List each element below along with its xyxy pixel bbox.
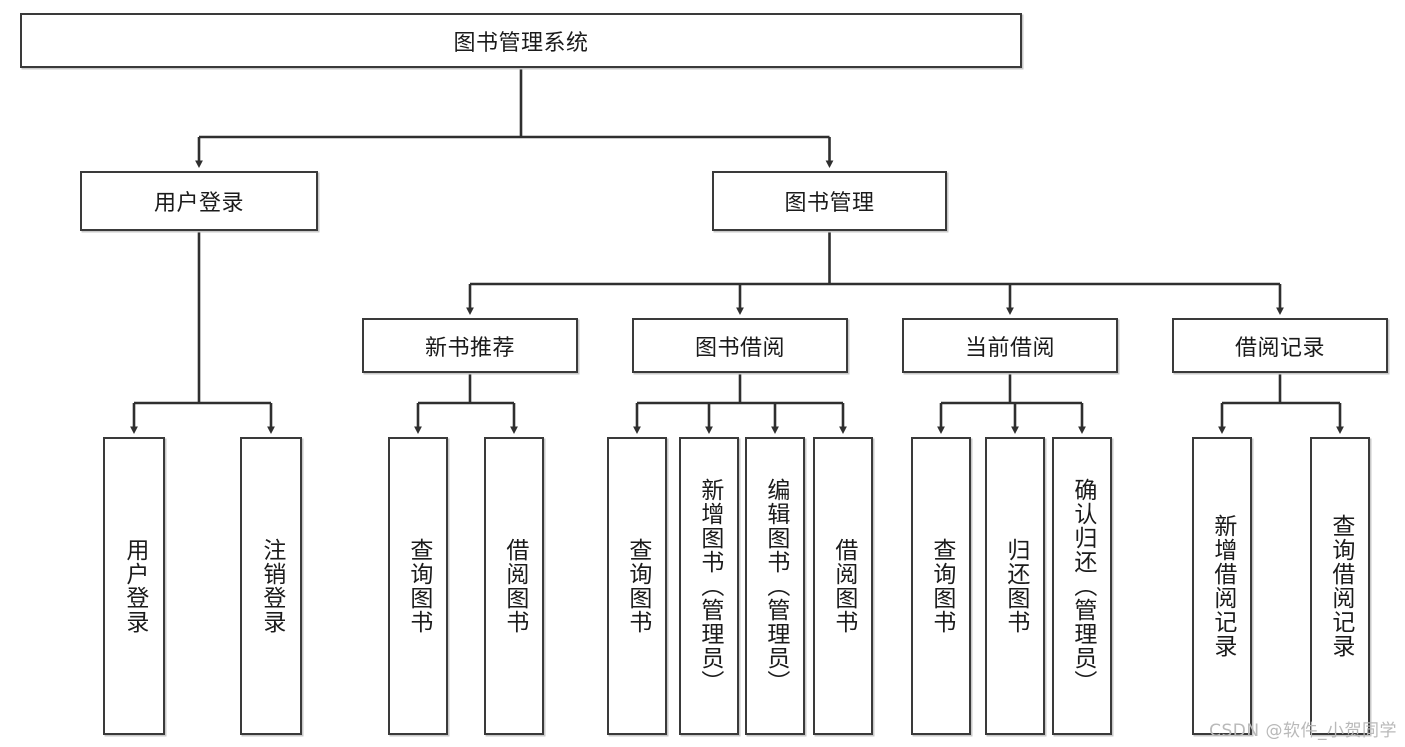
node-label-leaf-return-book: 归还图书 [1002, 538, 1029, 634]
node-label-borrow-record: 借阅记录 [1234, 335, 1325, 361]
node-box-leaf-query-book-borrow[interactable]: 查询图书 [607, 437, 667, 735]
node-label-user-login: 用户登录 [153, 191, 244, 216]
node-box-user-login[interactable]: 用户登录 [80, 171, 318, 231]
node-label-leaf-user-login: 用户登录 [121, 538, 148, 634]
node-label-leaf-add-book-admin: 新增图书（管理员） [696, 478, 723, 694]
node-box-leaf-query-book-current[interactable]: 查询图书 [911, 437, 971, 735]
node-box-leaf-borrow-book-rec[interactable]: 借阅图书 [484, 437, 544, 735]
node-label-leaf-query-book-rec: 查询图书 [405, 538, 432, 634]
node-box-leaf-query-borrow-record[interactable]: 查询借阅记录 [1310, 437, 1370, 735]
node-box-borrow-record[interactable]: 借阅记录 [1172, 318, 1388, 373]
node-label-leaf-logout-login: 注销登录 [258, 538, 285, 634]
node-box-leaf-query-book-rec[interactable]: 查询图书 [388, 437, 448, 735]
node-box-leaf-add-book-admin[interactable]: 新增图书（管理员） [679, 437, 739, 735]
node-label-new-book-recommend: 新书推荐 [424, 335, 515, 361]
node-label-current-borrow: 当前借阅 [964, 335, 1055, 361]
node-box-leaf-return-book[interactable]: 归还图书 [985, 437, 1045, 735]
node-label-leaf-borrow-book-rec: 借阅图书 [501, 538, 528, 634]
node-box-book-borrow[interactable]: 图书借阅 [632, 318, 848, 373]
node-label-book-borrow: 图书借阅 [694, 335, 785, 361]
node-box-leaf-confirm-return-admin[interactable]: 确认归还（管理员） [1052, 437, 1112, 735]
node-label-leaf-edit-book-admin: 编辑图书（管理员） [762, 478, 789, 694]
node-box-current-borrow[interactable]: 当前借阅 [902, 318, 1118, 373]
node-box-new-book-recommend[interactable]: 新书推荐 [362, 318, 578, 373]
node-label-leaf-confirm-return-admin: 确认归还（管理员） [1069, 478, 1096, 694]
node-label-leaf-query-book-current: 查询图书 [928, 538, 955, 634]
watermark-text: CSDN @软件_小贺同学 [1209, 721, 1397, 741]
node-label-leaf-query-book-borrow: 查询图书 [624, 538, 651, 634]
node-label-leaf-query-borrow-record: 查询借阅记录 [1327, 514, 1354, 658]
node-label-root-system: 图书管理系统 [453, 30, 589, 56]
node-box-leaf-add-borrow-record[interactable]: 新增借阅记录 [1192, 437, 1252, 735]
node-label-leaf-borrow-book-borrow: 借阅图书 [830, 538, 857, 634]
node-box-book-management[interactable]: 图书管理 [712, 171, 947, 231]
node-box-leaf-logout-login[interactable]: 注销登录 [240, 437, 302, 735]
node-label-book-management: 图书管理 [784, 191, 875, 216]
node-box-leaf-user-login[interactable]: 用户登录 [103, 437, 165, 735]
node-label-leaf-add-borrow-record: 新增借阅记录 [1209, 514, 1236, 658]
node-box-leaf-edit-book-admin[interactable]: 编辑图书（管理员） [745, 437, 805, 735]
node-box-root-system[interactable]: 图书管理系统 [20, 13, 1022, 68]
node-box-leaf-borrow-book-borrow[interactable]: 借阅图书 [813, 437, 873, 735]
